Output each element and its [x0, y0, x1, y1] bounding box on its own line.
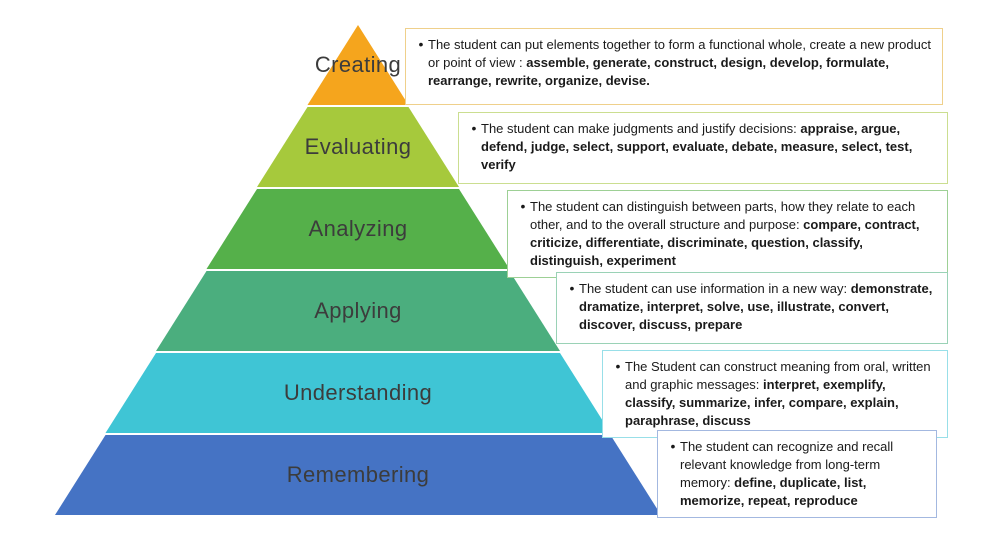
description-box-remembering: • The student can recognize and recall r… — [657, 430, 937, 518]
bullet-icon: • — [418, 36, 424, 52]
applying-verbs: demonstrate, dramatize, interpret, solve… — [579, 281, 933, 332]
remembering-shape — [55, 435, 661, 515]
pyramid-level-understanding: Understanding — [55, 353, 661, 433]
bullet-icon: • — [670, 438, 676, 454]
applying-description: The student can use information in a new… — [579, 280, 937, 334]
description-box-evaluating: • The student can make judgments and jus… — [458, 112, 948, 184]
analyzing-shape — [206, 189, 510, 269]
evaluating-description: The student can make judgments and justi… — [481, 120, 937, 174]
bullet-icon: • — [615, 358, 621, 374]
understanding-description-text: The Student can construct meaning from o… — [625, 359, 931, 392]
analyzing-description-text: The student can distinguish between part… — [530, 199, 916, 232]
applying-description-text: The student can use information in a new… — [579, 281, 851, 296]
bullet-icon: • — [520, 198, 526, 214]
understanding-verbs: interpret, exemplify, classify, summariz… — [625, 376, 899, 428]
creating-verbs: assemble, generate, construct, design, d… — [428, 54, 889, 88]
evaluating-verbs: appraise, argue, defend, judge, select, … — [481, 121, 913, 172]
pyramid-level-remembering: Remembering — [55, 435, 661, 515]
remembering-description-text: The student can recognize and recall rel… — [680, 439, 894, 490]
description-box-creating: • The student can put elements together … — [405, 28, 943, 105]
analyzing-verbs: compare, contract, criticize, differenti… — [530, 216, 920, 268]
creating-description: The student can put elements together to… — [428, 36, 932, 90]
bullet-icon: • — [569, 280, 575, 296]
creating-description-text: The student can put elements together to… — [428, 37, 931, 70]
description-box-applying: • The student can use information in a n… — [556, 272, 948, 344]
description-box-understanding: • The Student can construct meaning from… — [602, 350, 948, 438]
remembering-verbs: define, duplicate, list, memorize, repea… — [680, 474, 867, 508]
understanding-shape — [105, 353, 611, 433]
analyzing-description: The student can distinguish between part… — [530, 198, 937, 270]
remembering-description: The student can recognize and recall rel… — [680, 438, 926, 510]
applying-shape — [156, 271, 560, 351]
bullet-icon: • — [471, 120, 477, 136]
evaluating-description-text: The student can make judgments and justi… — [481, 121, 801, 136]
description-box-analyzing: • The student can distinguish between pa… — [507, 190, 948, 278]
understanding-description: The Student can construct meaning from o… — [625, 358, 937, 430]
